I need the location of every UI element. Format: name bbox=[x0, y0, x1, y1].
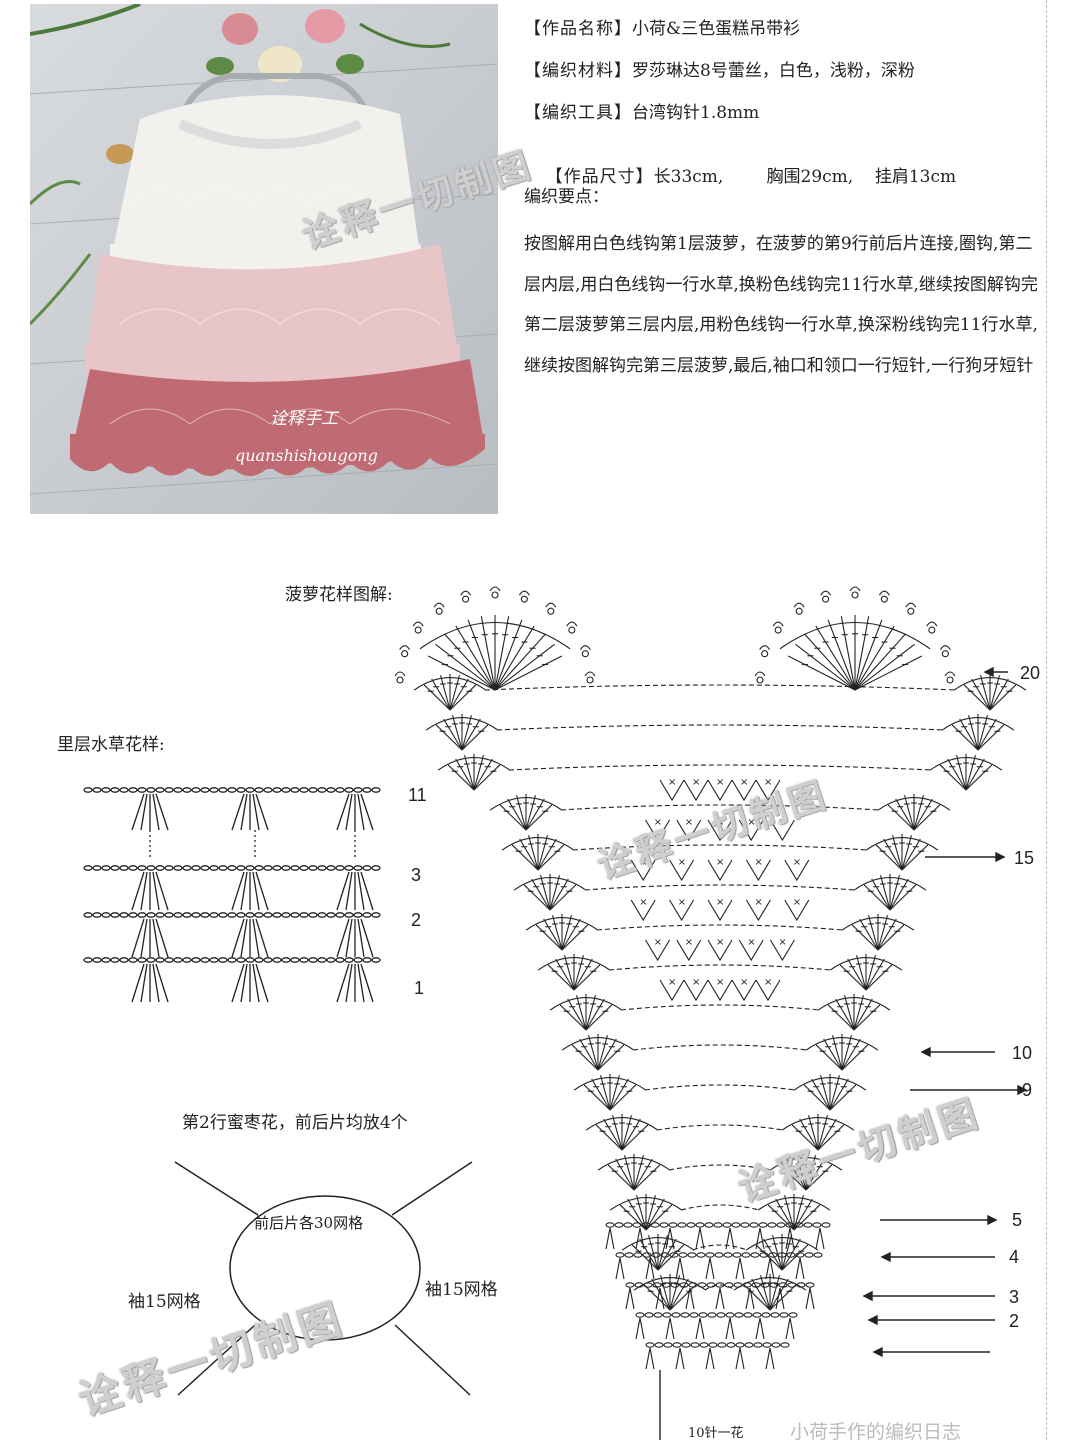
inner-row-label: 11 bbox=[408, 785, 427, 805]
inner-row-label: 2 bbox=[411, 910, 422, 930]
sleeve-left-label: 袖15网格 bbox=[128, 1292, 201, 1312]
inner-row-label: 1 bbox=[414, 978, 425, 998]
inner-layer-chart bbox=[83, 787, 381, 1003]
info-size-row: 【作品尺寸】长33cm, 胸围29cm, 挂肩13cm bbox=[524, 144, 1044, 187]
svg-text:×: × bbox=[740, 977, 748, 988]
svg-text:×: × bbox=[778, 937, 786, 948]
svg-text:×: × bbox=[654, 937, 662, 948]
svg-text:×: × bbox=[639, 857, 647, 868]
chart-row-label: 3 bbox=[1009, 1287, 1020, 1307]
inner-layer-title: 里层水草花样: bbox=[57, 735, 165, 755]
svg-text:×: × bbox=[764, 777, 772, 788]
inner-row-label: 3 bbox=[411, 865, 422, 885]
chart-row-label: 9 bbox=[1022, 1080, 1033, 1100]
info-material-value: 罗莎琳达8号蕾丝，白色，浅粉，深粉 bbox=[632, 61, 915, 81]
svg-text:×: × bbox=[793, 897, 801, 908]
info-name-value: 小荷&三色蛋糕吊带衫 bbox=[632, 19, 801, 39]
svg-text:×: × bbox=[668, 977, 676, 988]
info-material-key: 【编织材料】 bbox=[524, 61, 632, 81]
chart-row-label: 20 bbox=[1020, 663, 1041, 683]
svg-text:×: × bbox=[764, 977, 772, 988]
svg-text:×: × bbox=[692, 977, 700, 988]
wechat-footer: 小荷手作的编织日志 bbox=[790, 1421, 962, 1443]
chart-row-label: 4 bbox=[1009, 1247, 1020, 1267]
svg-text:×: × bbox=[685, 817, 693, 828]
chart-row-label: 2 bbox=[1009, 1311, 1020, 1331]
photo-watermark-sub: quanshishougong bbox=[235, 446, 378, 465]
sleeve-right-label: 袖15网格 bbox=[425, 1280, 498, 1300]
photo-watermark: 诠释手工 bbox=[270, 409, 338, 429]
svg-text:×: × bbox=[778, 817, 786, 828]
info-name-row: 【作品名称】小荷&三色蛋糕吊带衫 bbox=[524, 18, 1044, 60]
svg-text:×: × bbox=[678, 857, 686, 868]
svg-text:×: × bbox=[668, 777, 676, 788]
chart-row-label: 10 bbox=[1012, 1043, 1033, 1063]
page-border bbox=[1046, 0, 1048, 1440]
svg-text:×: × bbox=[716, 817, 724, 828]
bottom-note: 10针一花 bbox=[688, 1426, 744, 1441]
svg-text:×: × bbox=[685, 937, 693, 948]
row2-oval-diagram bbox=[174, 1161, 473, 1396]
product-photo: 诠释手工 quanshishougong bbox=[30, 4, 498, 514]
svg-text:×: × bbox=[678, 897, 686, 908]
info-size-value: 长33cm, 胸围29cm, 挂肩13cm bbox=[653, 167, 957, 187]
svg-text:×: × bbox=[716, 937, 724, 948]
row-arrows bbox=[659, 666, 1028, 1440]
points-text: 按图解用白色线钩第1层菠萝，在菠萝的第9行前后片连接,圈钩,第二层内层,用白色线… bbox=[524, 234, 1038, 376]
svg-text:×: × bbox=[716, 857, 724, 868]
svg-text:×: × bbox=[692, 777, 700, 788]
points-heading: 编织要点： bbox=[524, 187, 609, 207]
svg-text:×: × bbox=[654, 817, 662, 828]
svg-text:×: × bbox=[716, 777, 724, 788]
info-block: 【作品名称】小荷&三色蛋糕吊带衫 【编织材料】罗莎琳达8号蕾丝，白色，浅粉，深粉… bbox=[524, 18, 1044, 386]
info-tool-row: 【编织工具】台湾钩针1.8mm bbox=[524, 102, 1044, 144]
svg-text:×: × bbox=[793, 857, 801, 868]
info-tool-key: 【编织工具】 bbox=[524, 103, 632, 123]
row2-note: 第2行蜜枣花，前后片均放4个 bbox=[182, 1113, 408, 1133]
pineapple-title: 菠萝花样图解: bbox=[285, 585, 393, 605]
svg-text:×: × bbox=[639, 897, 647, 908]
info-name-key: 【作品名称】 bbox=[524, 19, 632, 39]
svg-text:×: × bbox=[716, 897, 724, 908]
svg-text:×: × bbox=[754, 857, 762, 868]
chart-row-label: 5 bbox=[1012, 1210, 1023, 1230]
chart-row-label: 15 bbox=[1014, 848, 1035, 868]
svg-text:×: × bbox=[747, 817, 755, 828]
oval-label: 前后片各30网格 bbox=[254, 1214, 364, 1232]
info-material-row: 【编织材料】罗莎琳达8号蕾丝，白色，浅粉，深粉 bbox=[524, 60, 1044, 102]
pineapple-chart: × × × × × × × × × × × × × × × × × × × × × × × × × × × × × × bbox=[394, 586, 1027, 1370]
svg-text:×: × bbox=[716, 977, 724, 988]
svg-text:×: × bbox=[747, 937, 755, 948]
info-tool-value: 台湾钩针1.8mm bbox=[632, 103, 760, 123]
svg-text:×: × bbox=[754, 897, 762, 908]
info-size-key: 【作品尺寸】 bbox=[545, 167, 654, 187]
svg-text:×: × bbox=[740, 777, 748, 788]
